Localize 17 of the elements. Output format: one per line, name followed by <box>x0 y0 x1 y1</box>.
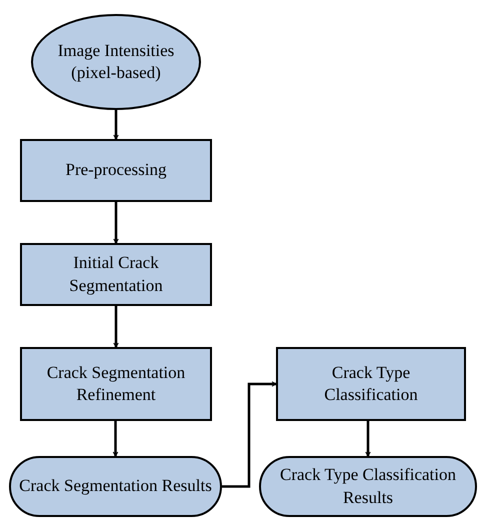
node-label: Crack Segmentation Results <box>19 475 212 498</box>
node-label: Initial Crack Segmentation <box>68 252 164 297</box>
node-label: Crack Type Classification <box>323 362 419 406</box>
arrow <box>112 421 118 456</box>
node-label: Crack Segmentation Refinement <box>46 362 186 406</box>
arrow <box>113 110 119 140</box>
arrow <box>222 381 276 488</box>
node-label: Crack Type Classification Results <box>278 464 457 508</box>
node-label: Image Intensities (pixel-based) <box>56 40 176 84</box>
process-box <box>20 139 212 202</box>
process-box <box>276 347 466 421</box>
arrow <box>365 421 371 456</box>
process-box <box>20 243 212 306</box>
process-box <box>20 347 212 421</box>
node-label: Pre-processing <box>65 159 167 182</box>
arrow <box>113 306 119 348</box>
arrow <box>113 202 119 244</box>
